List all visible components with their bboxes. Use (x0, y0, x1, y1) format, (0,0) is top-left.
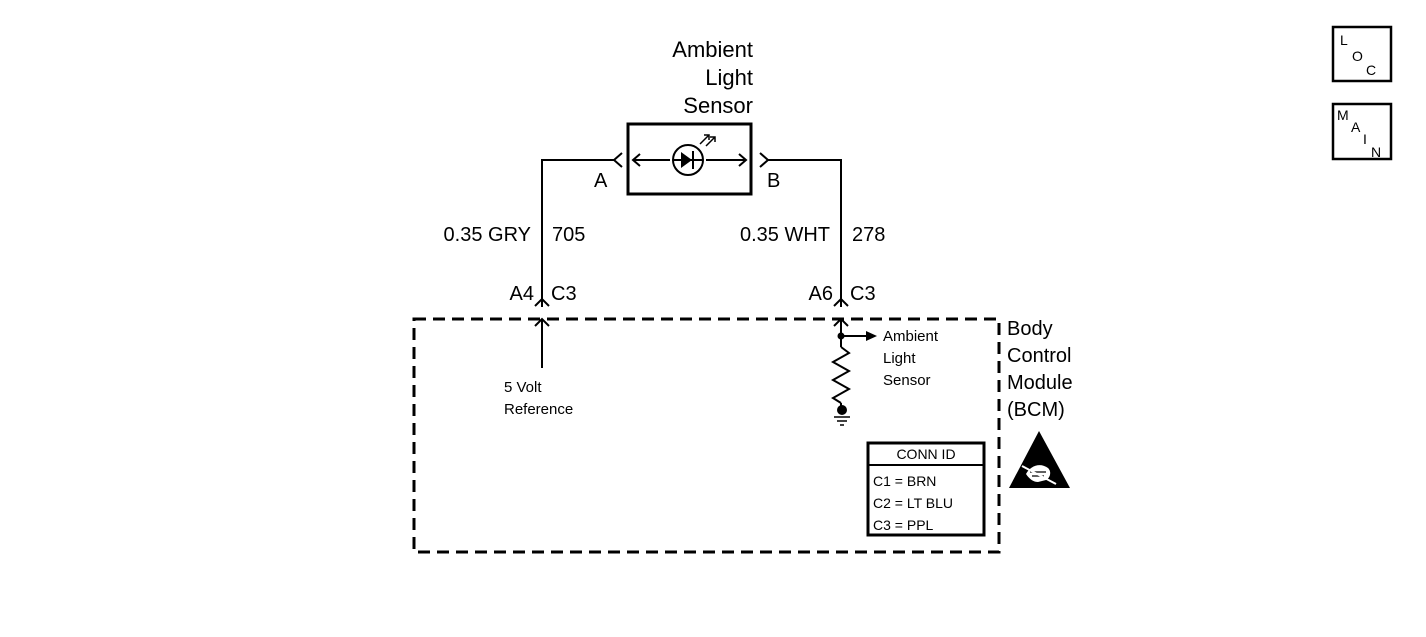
connector-c3-label-left: C3 (551, 283, 577, 305)
sensor-title-line-1: Ambient (672, 37, 753, 62)
bcm-name-line-2: Control (1007, 345, 1071, 367)
main-letter-m: M (1337, 107, 1349, 123)
ambient-light-sensor: Ambient Light Sensor A B (594, 37, 780, 196)
signal-arrow-icon (866, 331, 877, 341)
main-letter-a: A (1351, 119, 1361, 135)
main-button[interactable]: M A I N (1331, 102, 1393, 161)
five-volt-reference: 5 Volt Reference (504, 317, 573, 418)
pin-b-terminal (759, 152, 770, 168)
bcm-boundary (412, 317, 1001, 554)
reference-label-line-2: Reference (504, 401, 573, 418)
conn-id-row-3: C3 = PPL (873, 517, 934, 533)
conn-id-row-2: C2 = LT BLU (873, 495, 953, 511)
bcm-name-line-3: Module (1007, 372, 1073, 394)
main-letter-i: I (1363, 131, 1367, 147)
bcm-name-line-1: Body (1007, 318, 1053, 340)
ground-icon (834, 405, 850, 426)
wire-gauge-color-wht: 0.35 WHT (740, 224, 830, 246)
loc-letter-o: O (1352, 48, 1363, 64)
esd-warning-icon (1009, 431, 1070, 488)
conn-id-table: CONN ID C1 = BRN C2 = LT BLU C3 = PPL (866, 441, 986, 537)
wire-circuit-278: 278 (852, 224, 885, 246)
wire-gauge-color-gry: 0.35 GRY (444, 224, 531, 246)
wire-705: 0.35 GRY 705 A4 C3 (444, 159, 614, 307)
sensor-title-line-3: Sensor (683, 93, 753, 118)
loc-button[interactable]: L O C (1331, 25, 1393, 83)
sensor-box (626, 122, 753, 196)
conn-id-row-1: C1 = BRN (873, 473, 936, 489)
conn-id-header: CONN ID (896, 446, 955, 462)
bcm-input-line-3: Sensor (883, 372, 931, 389)
connector-c3-label-right: C3 (850, 283, 876, 305)
main-letter-n: N (1371, 144, 1381, 160)
pin-b-label: B (767, 170, 780, 192)
pin-a-terminal (612, 152, 623, 168)
bcm-input-line-2: Light (883, 350, 916, 367)
wire-278: 0.35 WHT 278 A6 C3 (740, 159, 885, 307)
connector-terminal-a4 (534, 297, 550, 307)
pull-down-resistor (830, 346, 852, 404)
loc-letter-c: C (1366, 62, 1376, 78)
wire-circuit-705: 705 (552, 224, 585, 246)
cavity-a6-label: A6 (809, 283, 833, 305)
bcm-input-line-1: Ambient (883, 328, 939, 345)
sensor-title-line-2: Light (705, 65, 753, 90)
photodiode-icon (672, 134, 716, 176)
body-control-module: Body Control Module (BCM) 5 Volt Referen… (412, 317, 1073, 554)
reference-label-line-1: 5 Volt (504, 379, 542, 396)
connector-terminal-a6 (833, 297, 849, 307)
loc-letter-l: L (1340, 32, 1348, 48)
bcm-name-line-4: (BCM) (1007, 399, 1065, 421)
sensor-input-circuit: Ambient Light Sensor (830, 317, 939, 426)
cavity-a4-label: A4 (510, 283, 534, 305)
pin-a-label: A (594, 170, 608, 192)
